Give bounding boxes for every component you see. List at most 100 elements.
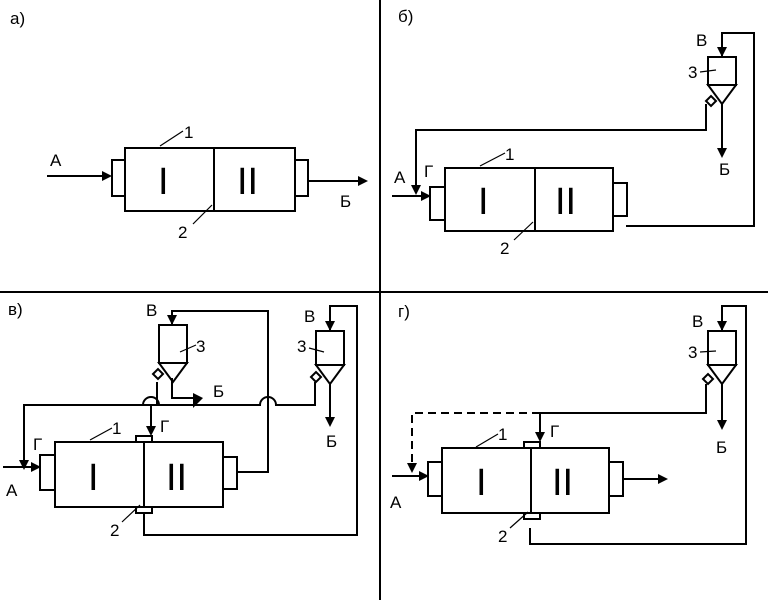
leader-1	[159, 130, 184, 147]
stage-1-numeral: I	[476, 462, 487, 504]
feed-nozzle	[39, 454, 57, 491]
input-label: А	[50, 151, 62, 170]
exhaust-gas-line-2	[143, 305, 358, 536]
gas-label: В	[692, 312, 703, 331]
exhaust-gas-line	[626, 32, 755, 227]
panel-a: а) I II А Б 1 2	[10, 9, 368, 242]
num-1: 1	[112, 419, 121, 438]
panel-b-label: б)	[398, 7, 413, 26]
gas-1-label: В	[146, 301, 157, 320]
panel-g-label: г)	[398, 302, 410, 321]
stage-2-numeral: II	[166, 457, 187, 499]
cyclone-product-arrow	[717, 148, 727, 158]
dryer-drum	[441, 447, 610, 514]
num-2: 2	[500, 239, 509, 258]
panel-a-label: а)	[10, 9, 25, 28]
cyclone-1-cone	[157, 362, 189, 384]
feed-nozzle	[429, 186, 447, 221]
input-label: А	[390, 493, 402, 512]
num-3a: 3	[196, 337, 205, 356]
recycle-arrow	[411, 185, 421, 195]
feed-arrow	[102, 171, 112, 181]
panel-v: в) I II А Г Г В	[3, 300, 358, 540]
feed-nozzle	[427, 461, 444, 497]
panel-v-label: в)	[8, 300, 23, 319]
recycle-line-2	[141, 382, 316, 406]
gas-label: В	[696, 31, 707, 50]
leader-2	[192, 204, 213, 225]
cyclone-valve	[704, 94, 718, 108]
gas-2-arrow	[325, 321, 335, 331]
product-arrow	[658, 474, 668, 484]
leader-1	[475, 433, 499, 448]
output-2-label: Б	[326, 432, 337, 451]
leader-1	[479, 152, 506, 167]
output-label: Б	[719, 160, 730, 179]
recycle-2-label: Г	[160, 417, 169, 436]
feed-arrow	[419, 471, 429, 481]
discharge-nozzle	[293, 159, 309, 197]
leader-3b	[308, 347, 325, 353]
cyclone-1-body	[158, 324, 188, 364]
feed-nozzle	[111, 159, 127, 197]
cyclone-2-body	[315, 330, 345, 366]
num-2: 2	[178, 223, 187, 242]
dryer-drum	[54, 441, 224, 508]
num-3: 3	[688, 343, 697, 362]
stage-1-numeral: I	[478, 181, 489, 223]
panel-b: б) I II А Г В Б 3 1 2	[392, 7, 755, 258]
recycle-1-label: Г	[33, 435, 42, 454]
cyclone-1-valve	[151, 367, 165, 381]
stage-1-numeral: I	[158, 161, 169, 203]
discharge-nozzle	[607, 461, 624, 497]
product-line-1	[171, 378, 195, 399]
discharge-nozzle	[611, 182, 628, 217]
product-2-arrow	[325, 417, 335, 427]
recycle-bypass-dashed	[411, 412, 540, 465]
output-label: Б	[716, 438, 727, 457]
leader-3	[699, 350, 717, 353]
stage-2-numeral: II	[555, 181, 576, 223]
num-3: 3	[688, 63, 697, 82]
recycle-arrow	[535, 432, 545, 442]
bypass-arrow	[407, 463, 417, 473]
cyclone-body	[707, 330, 737, 366]
panel-g: г) I II А Г В Б 3 1 2	[390, 302, 747, 546]
num-2: 2	[110, 521, 119, 540]
input-label: А	[6, 481, 18, 500]
dryer-drum	[124, 147, 296, 212]
leader-2	[121, 504, 141, 523]
cyclone-valve	[701, 372, 715, 386]
output-label: Б	[340, 192, 351, 211]
leader-2	[509, 511, 529, 529]
recycle-line	[539, 384, 707, 434]
num-1: 1	[498, 425, 507, 444]
feed-arrow	[31, 462, 41, 472]
recycle-label: Г	[424, 162, 433, 181]
dryer-drum	[444, 167, 614, 232]
cyclone-cone	[706, 364, 738, 386]
cyclone-cone	[706, 84, 738, 106]
gas-2-label: В	[304, 307, 315, 326]
product-arrow	[358, 176, 368, 186]
stage-1-numeral: I	[88, 457, 99, 499]
num-1: 1	[505, 145, 514, 164]
feed-arrow	[421, 191, 431, 201]
leader-1	[89, 427, 113, 441]
discharge-nozzle	[221, 456, 238, 490]
input-label: А	[394, 168, 406, 187]
gas-1-arrow	[167, 315, 177, 325]
stage-2-numeral: II	[237, 161, 258, 203]
recycle-label: Г	[550, 422, 559, 441]
leader-2	[513, 221, 534, 241]
num-1: 1	[184, 123, 193, 142]
gas-inlet-arrow	[717, 47, 727, 57]
recycle-to-stage2-arrow	[146, 426, 156, 436]
cyclone-2-cone	[314, 364, 346, 386]
recycle-to-feed-arrow	[19, 460, 29, 470]
cyclone-2-valve	[309, 370, 323, 384]
leader-3a	[179, 344, 197, 353]
output-1-label: Б	[213, 382, 224, 401]
